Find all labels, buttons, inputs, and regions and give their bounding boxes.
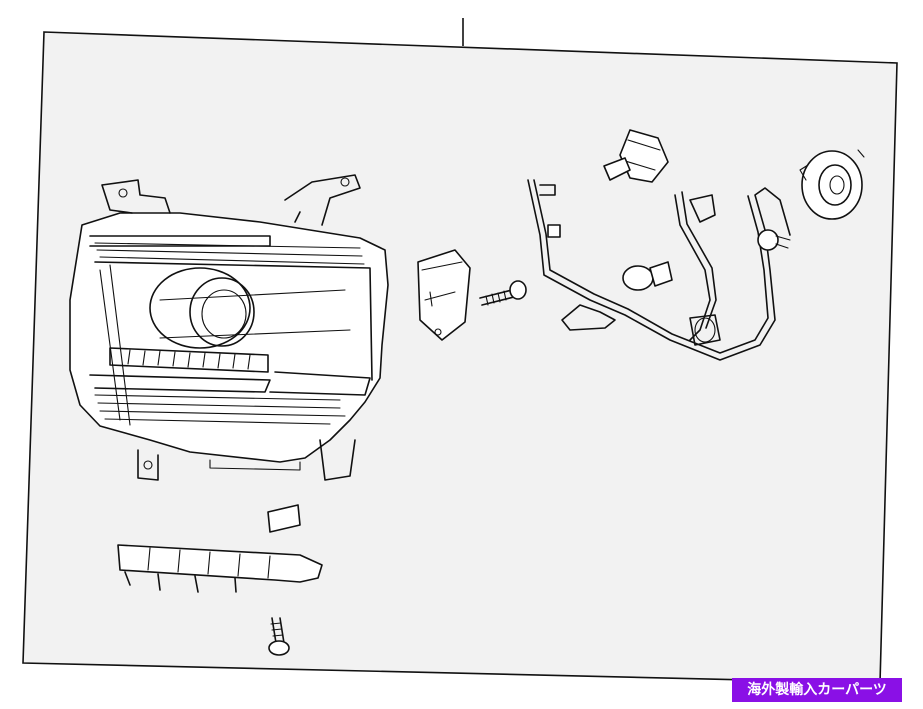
wiring-harness xyxy=(527,179,791,361)
trim-bracket xyxy=(117,544,323,593)
marker-bulb xyxy=(757,229,791,251)
mounting-screw xyxy=(268,617,290,656)
ballast-bolt xyxy=(479,280,527,306)
halogen-bulb xyxy=(603,129,669,183)
watermark-banner: 海外製輸入カーパーツ xyxy=(732,678,902,702)
wedge-bulb xyxy=(622,261,673,291)
trim-clip xyxy=(267,504,301,533)
ballast-module xyxy=(417,249,471,341)
bulb-cover xyxy=(799,149,865,220)
headlamp-assembly xyxy=(69,174,389,481)
